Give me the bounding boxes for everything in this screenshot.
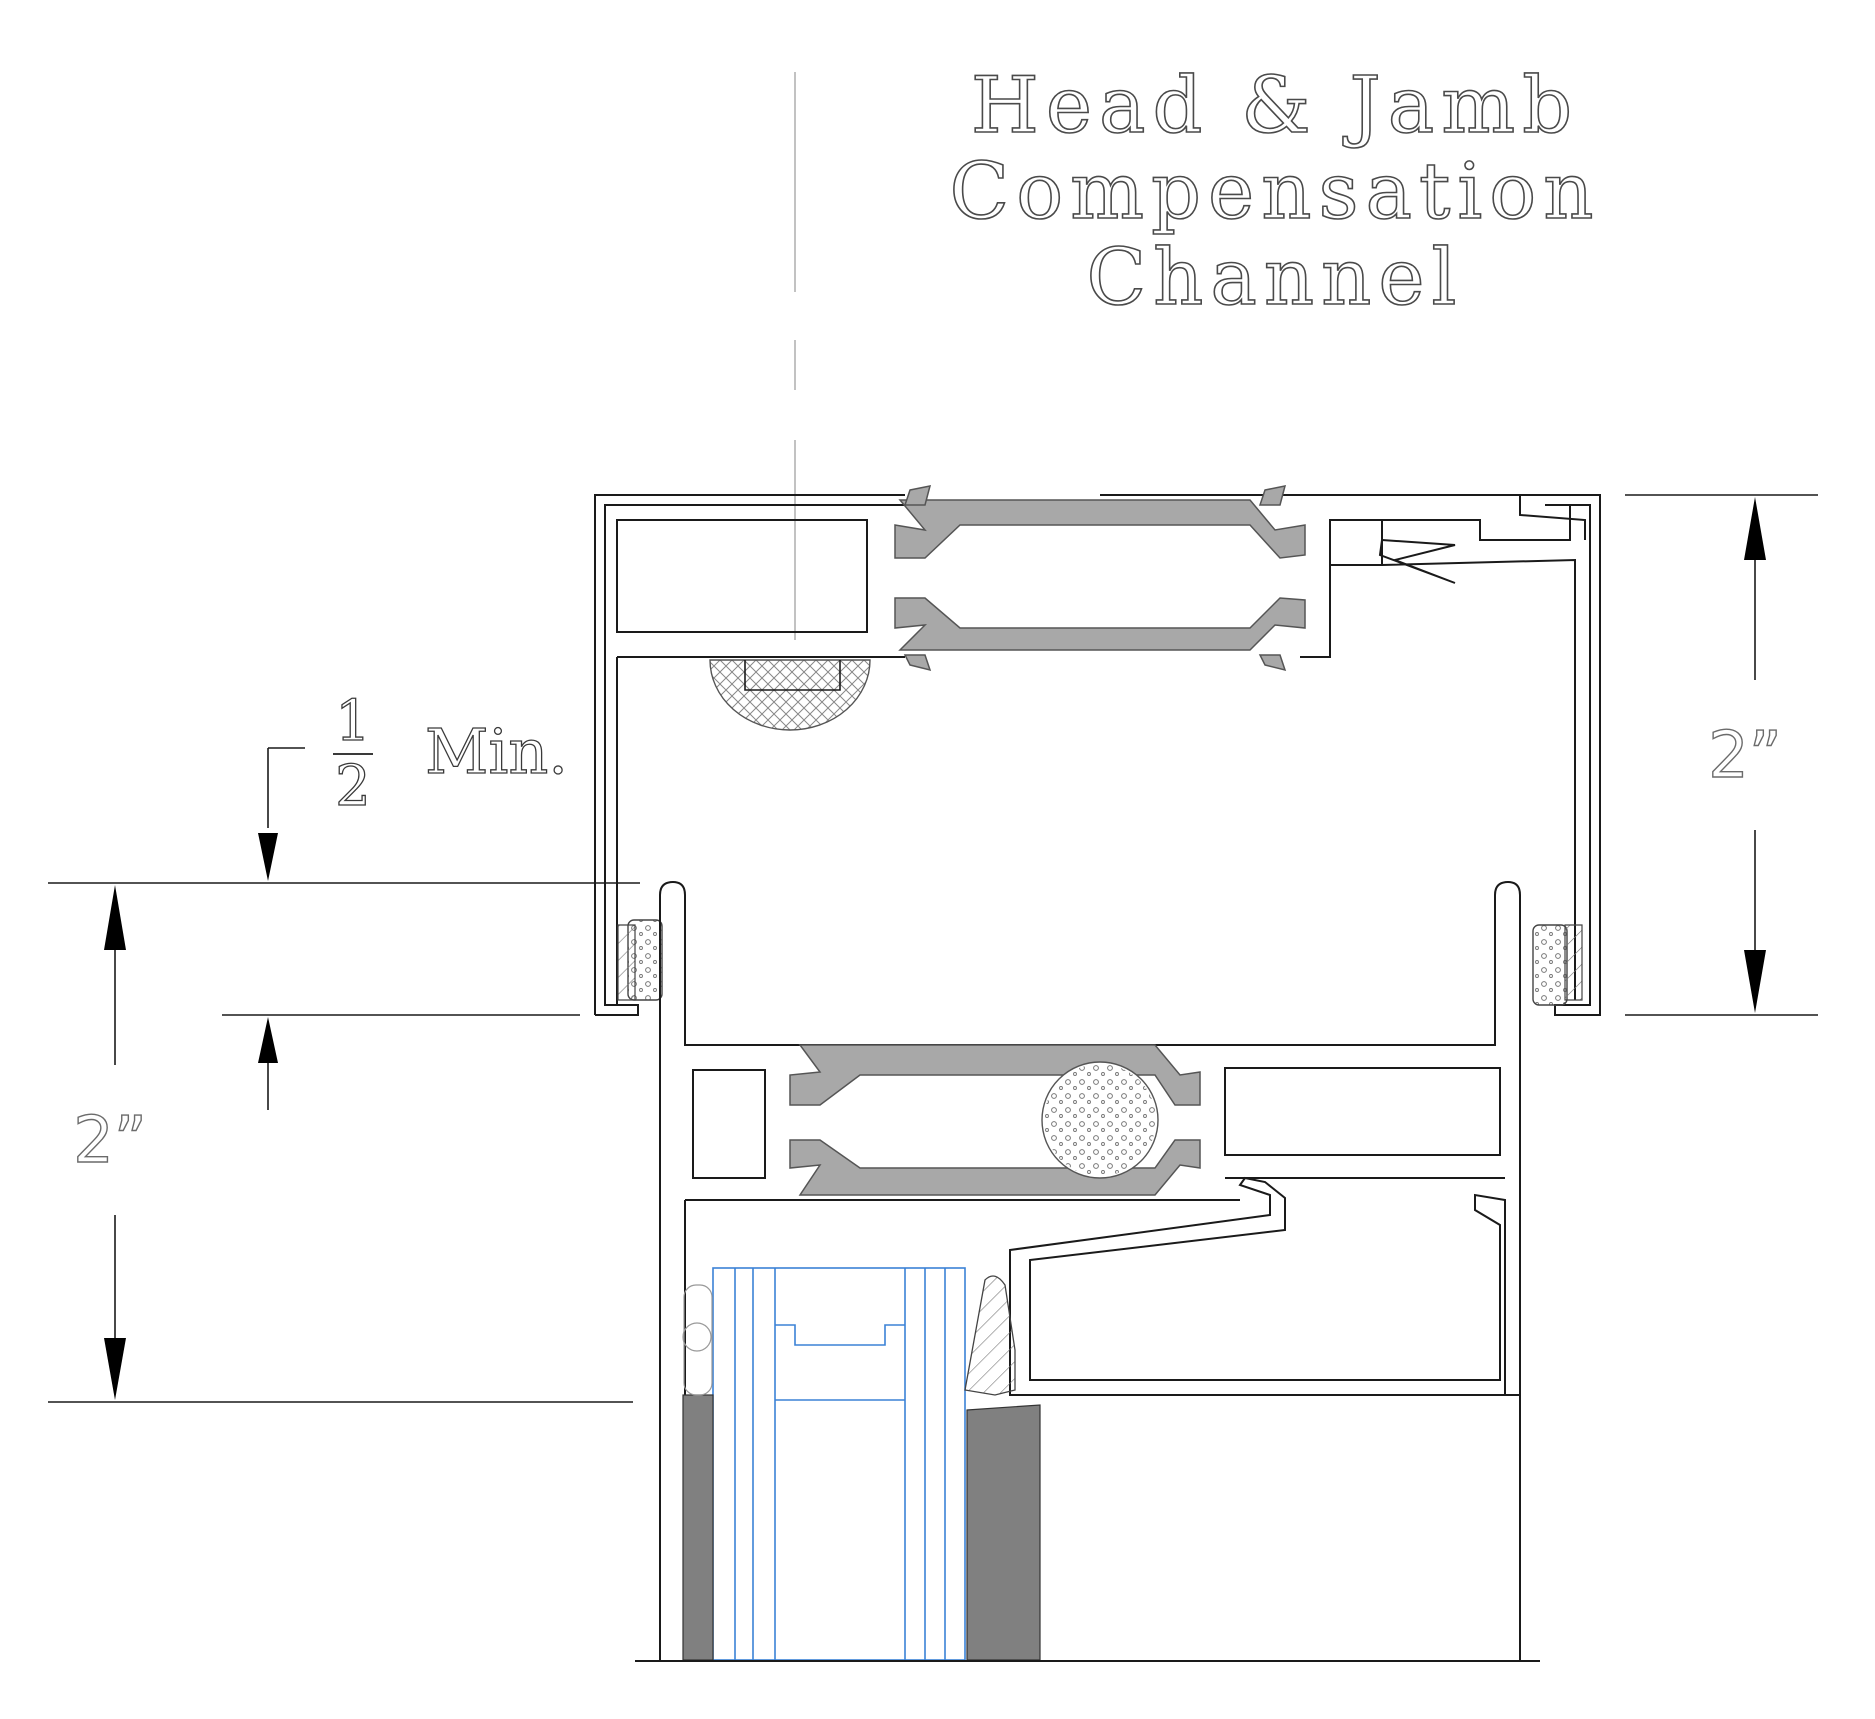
head-thermal-break [894,485,1306,672]
title-line-3: Channel [1087,233,1464,323]
frame-height-dimension: 2” [48,882,640,1403]
clearance-numerator: 1 [335,689,371,754]
glazing-unit [712,1267,966,1661]
frame-profile [659,880,1521,1660]
head-side-gaskets [617,919,1583,1006]
frame-height-label: 2” [73,1104,147,1178]
setting-blocks [682,1275,1041,1661]
screw-boss [709,659,871,731]
clearance-suffix: Min. [425,715,568,788]
title-line-1: Head & Jamb [971,61,1579,151]
drawing-title: Head & Jamb Compensation Channel [949,60,1601,324]
title-line-2: Compensation [950,147,1601,237]
head-height-label: 2” [1708,719,1782,793]
frame-thermal-break [789,1044,1201,1196]
clearance-denominator: 2 [335,754,371,819]
head-channel-profile [594,494,1601,1016]
head-height-dimension: 2” [1625,494,1818,1016]
clearance-dimension: 1 2 Min. [222,688,580,1110]
